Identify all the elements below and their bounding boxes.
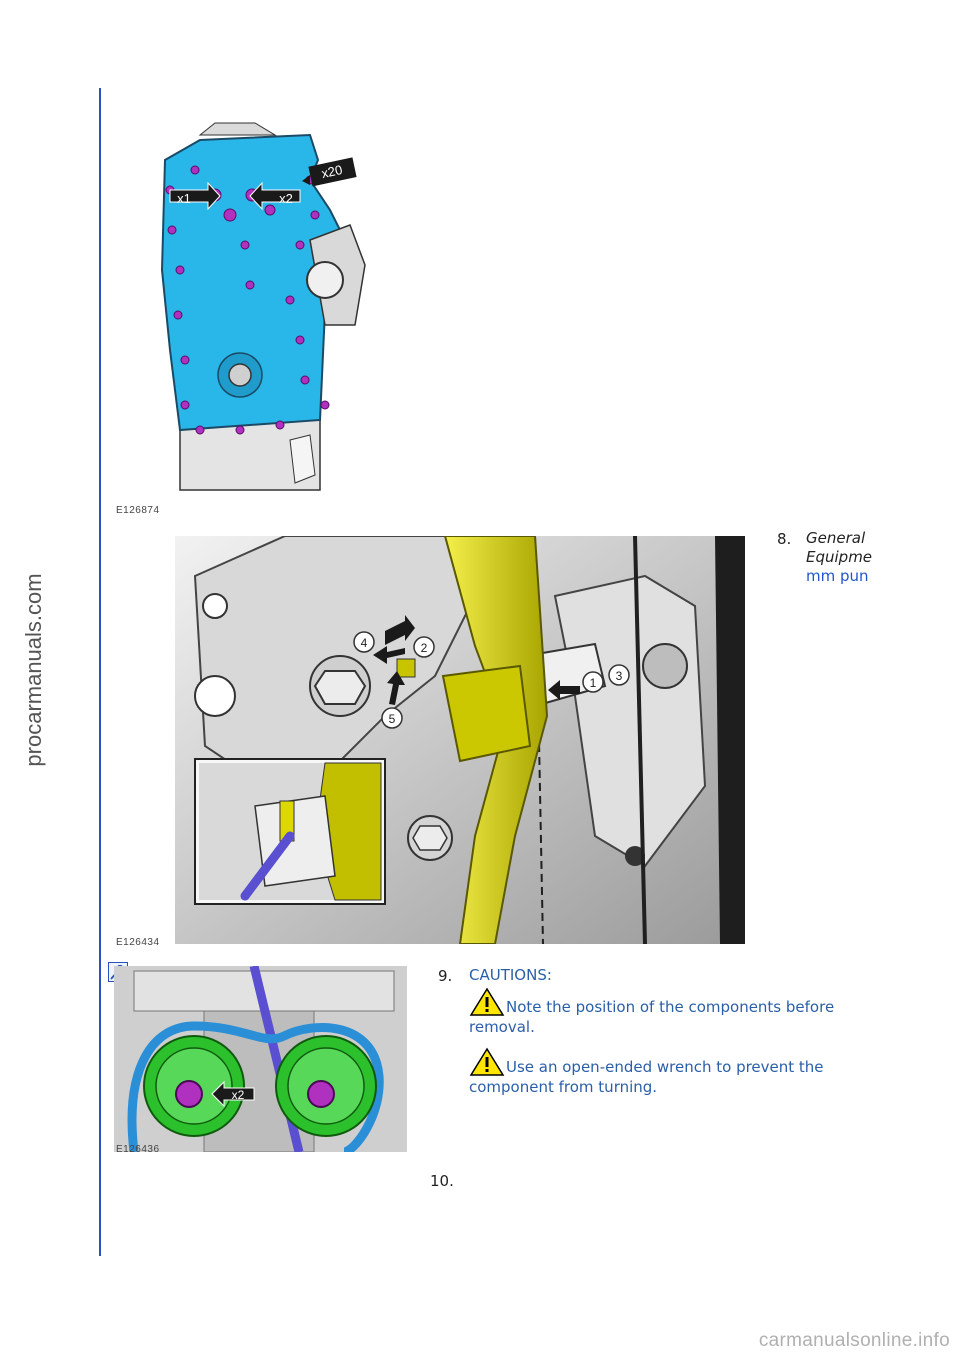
callout-x2: x2 [232,1088,245,1102]
callout-2: 2 [421,641,428,655]
caution-2-text: Use an open-ended wrench to prevent the … [469,1058,824,1096]
step-number: 9. [438,967,453,985]
callout-x20: x20 [320,162,344,181]
step-number: 8. [777,530,792,548]
figure-timing-cover: x20 x1 x2 [140,120,380,500]
callout-4: 4 [361,636,368,650]
timing-cover-illustration: x20 x1 x2 [160,122,366,491]
step-8-line-2: Equipme [806,548,873,566]
figure-code: E126874 [116,505,160,516]
tensioner-illustration: 4 2 1 3 5 [175,536,745,944]
left-margin-rule [99,88,101,1256]
caution-1-text: Note the position of the components befo… [469,998,835,1036]
callout-5: 5 [389,712,396,726]
figure-tensioner-locking: 4 2 1 3 5 [175,536,745,944]
side-watermark-text: procarmanuals.com [21,573,46,767]
warning-icon [469,987,505,1016]
callout-x2: x2 [279,191,293,206]
step-8-line-1: General [806,529,866,547]
camshaft-illustration: x2 [114,966,407,1152]
callout-1: 1 [590,676,597,690]
callout-3: 3 [616,669,623,683]
figure-camshaft-sprockets: x2 [114,966,407,1152]
callout-x1: x1 [177,191,191,206]
figure-code: E126434 [116,937,160,948]
step-number: 10. [430,1172,454,1190]
caution-2: Use an open-ended wrench to prevent the … [469,1047,869,1097]
cautions-title: CAUTIONS: [469,966,552,984]
caution-1: Note the position of the components befo… [469,987,869,1037]
figure-code: E126436 [116,1144,160,1155]
footer-watermark: carmanualsonline.info [758,1330,950,1351]
warning-icon [469,1047,505,1076]
step-8-text: General Equipme mm pun [806,529,874,586]
step-8-link[interactable]: mm pun [806,567,869,585]
side-watermark: procarmanuals.com [14,560,54,780]
